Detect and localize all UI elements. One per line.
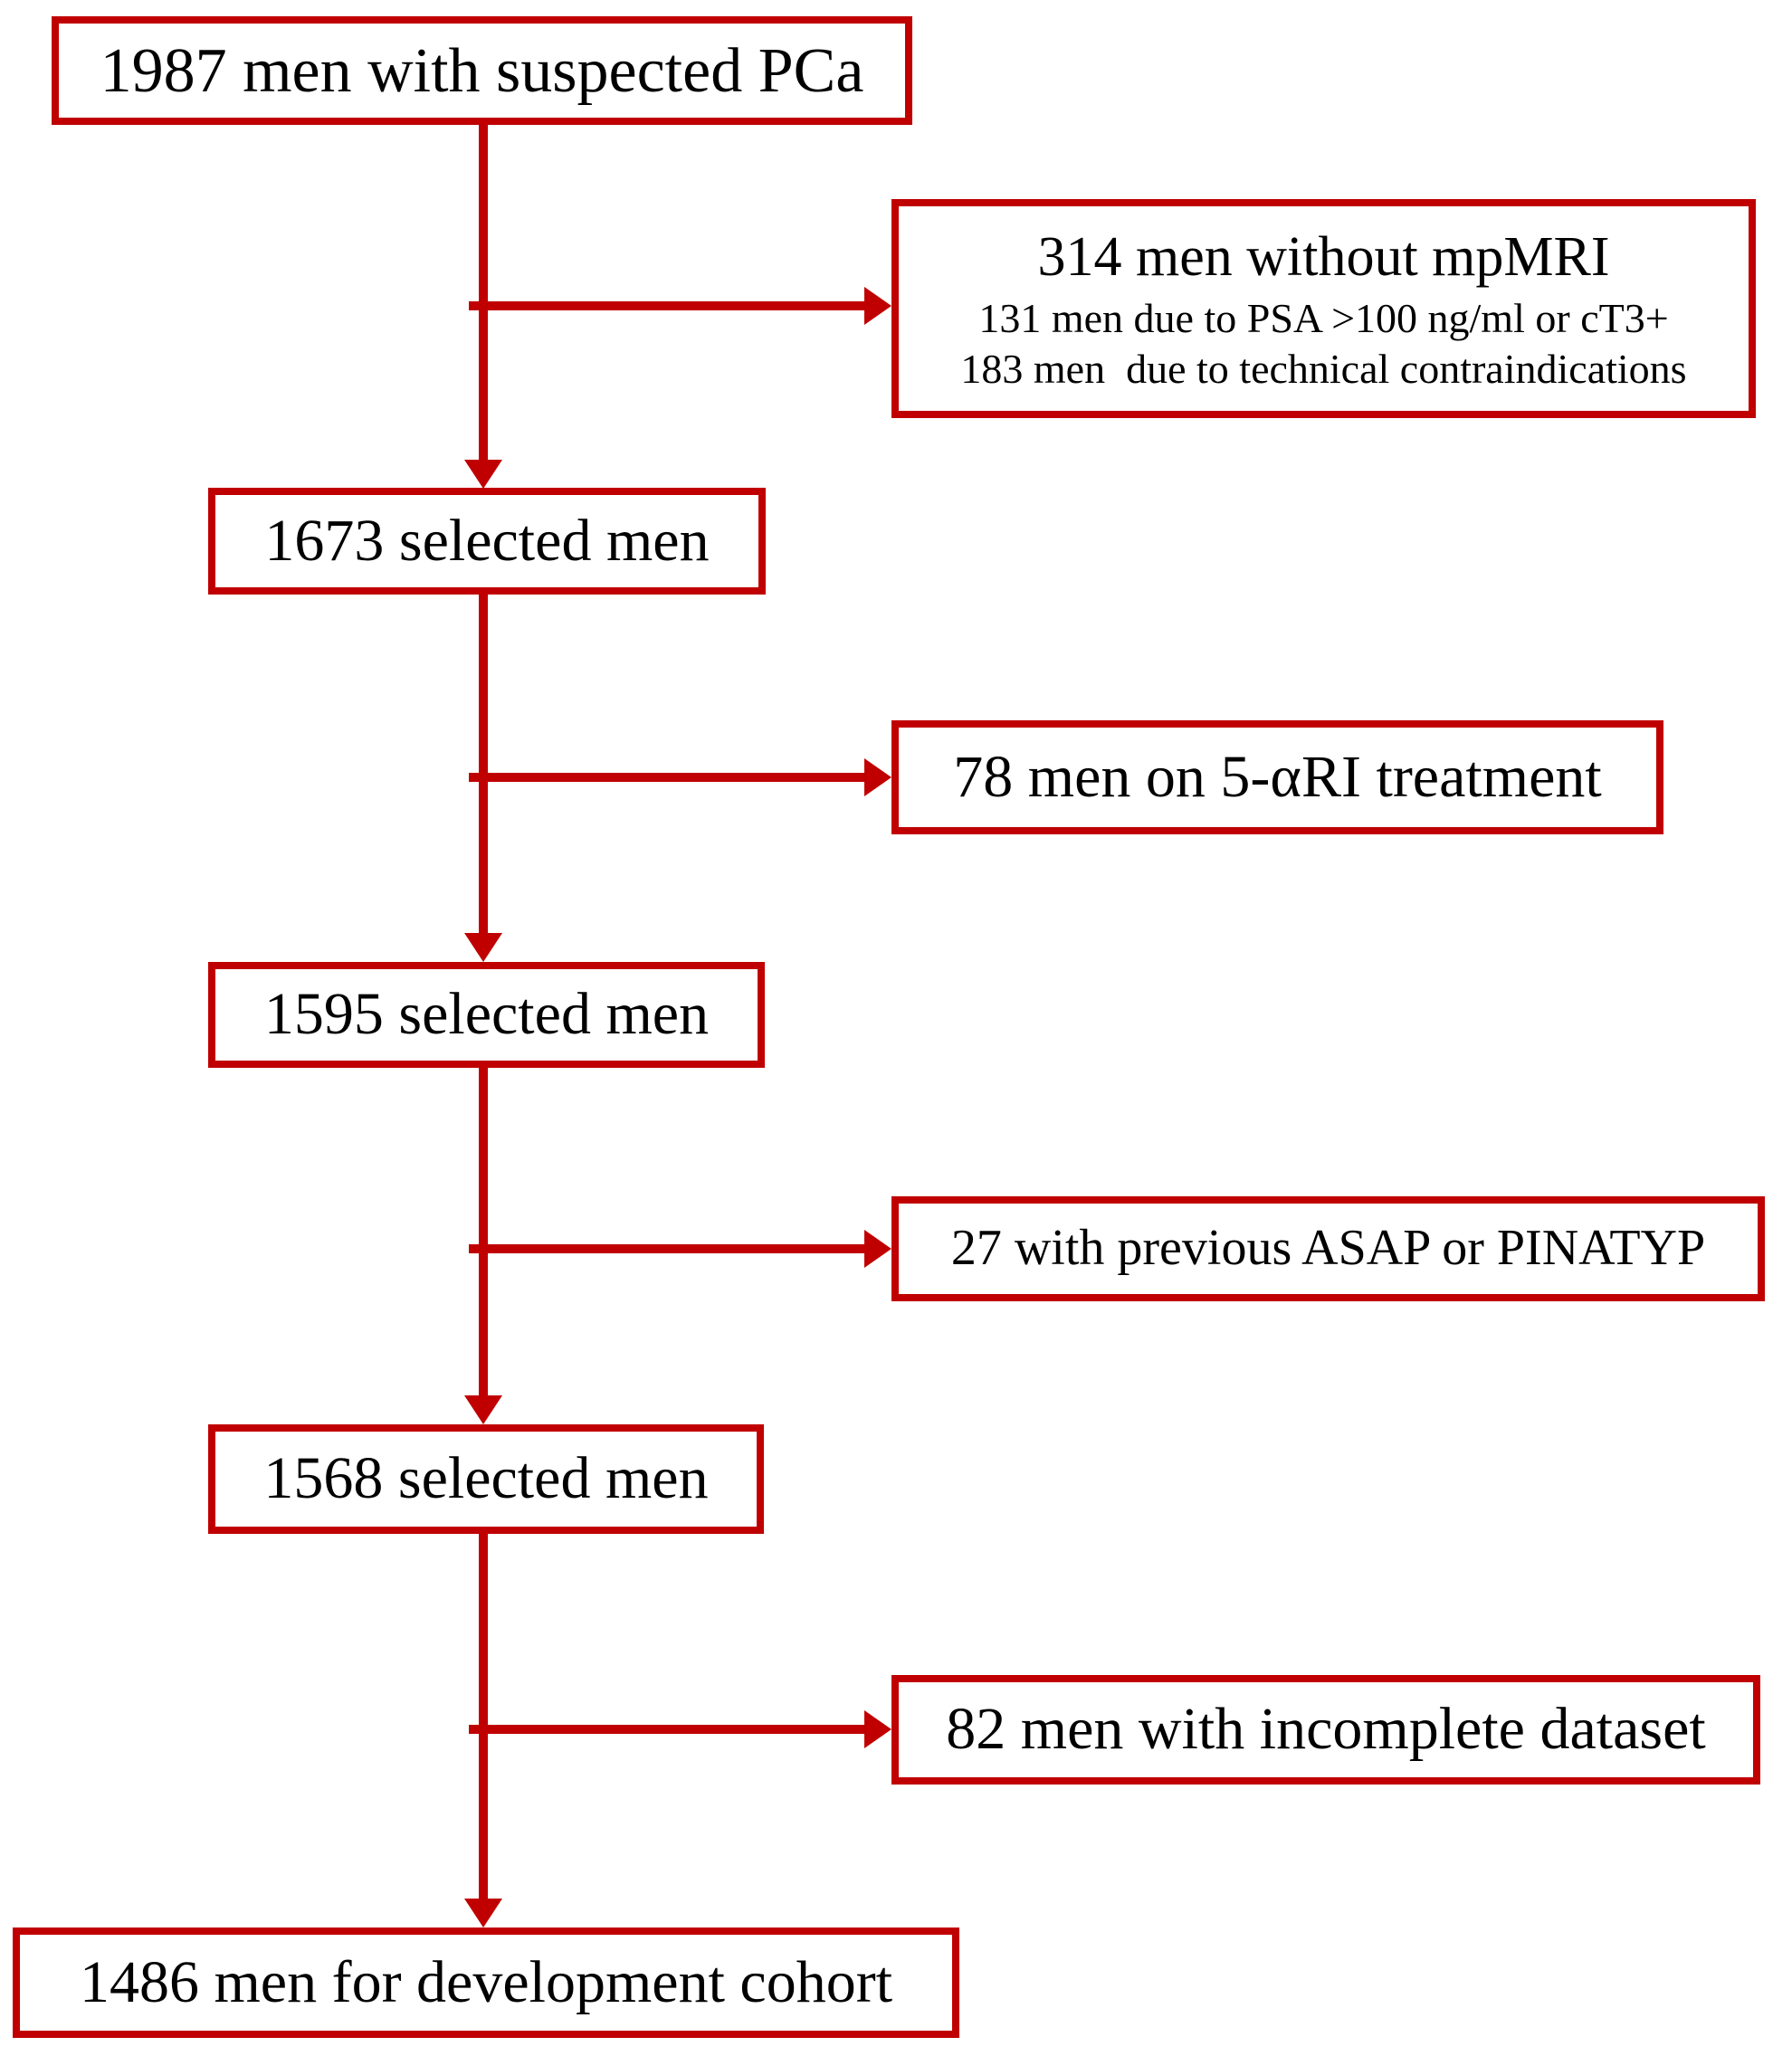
arrow-right-no-mpmri-icon bbox=[864, 287, 891, 325]
box-selected-1568-label: 1568 selected men bbox=[263, 1445, 709, 1512]
branch-line-no-mpmri bbox=[469, 301, 867, 310]
arrow-down-to-1673-icon bbox=[464, 460, 502, 489]
box-development-cohort: 1486 men for development cohort bbox=[13, 1928, 959, 2038]
box-selected-1673-label: 1673 selected men bbox=[264, 507, 710, 574]
box-selected-1673: 1673 selected men bbox=[208, 488, 766, 595]
excluded-no-mpmri-title: 314 men without mpMRI bbox=[1037, 226, 1610, 289]
arrow-right-5ari-icon bbox=[864, 758, 891, 796]
branch-line-incomplete-dataset bbox=[469, 1725, 867, 1734]
connector-line-1568-to-cohort bbox=[479, 1534, 488, 1900]
box-selected-1595-label: 1595 selected men bbox=[263, 981, 710, 1048]
connector-line-1673-to-1595 bbox=[479, 595, 488, 935]
box-development-cohort-label: 1486 men for development cohort bbox=[79, 1948, 893, 2015]
branch-line-5ari bbox=[469, 773, 867, 782]
box-excluded-asap-pinatyp-label: 27 with previous ASAP or PINATYP bbox=[950, 1220, 1706, 1277]
box-excluded-5ari: 78 men on 5-αRI treatment bbox=[891, 720, 1663, 834]
connector-line-1595-to-1568 bbox=[479, 1068, 488, 1397]
box-selected-1568: 1568 selected men bbox=[208, 1424, 764, 1534]
arrow-down-to-1595-icon bbox=[464, 933, 502, 962]
box-suspected-pca: 1987 men with suspected PCa bbox=[52, 16, 912, 125]
excluded-no-mpmri-reason-technical: 183 men due to technical contraindicatio… bbox=[960, 345, 1687, 392]
arrow-right-incomplete-dataset-icon bbox=[864, 1710, 891, 1748]
arrow-right-asap-pinatyp-icon bbox=[864, 1230, 891, 1268]
connector-line-suspected-to-1673 bbox=[479, 125, 488, 462]
box-selected-1595: 1595 selected men bbox=[208, 962, 765, 1068]
box-excluded-5ari-label: 78 men on 5-αRI treatment bbox=[953, 743, 1602, 810]
box-excluded-incomplete-dataset-label: 82 men with incomplete dataset bbox=[946, 1696, 1706, 1763]
arrow-down-to-1568-icon bbox=[464, 1395, 502, 1424]
box-excluded-incomplete-dataset: 82 men with incomplete dataset bbox=[891, 1675, 1760, 1785]
box-excluded-no-mpmri: 314 men without mpMRI 131 men due to PSA… bbox=[891, 199, 1756, 418]
excluded-no-mpmri-reason-psa: 131 men due to PSA >100 ng/ml or cT3+ bbox=[978, 294, 1669, 341]
box-suspected-pca-label: 1987 men with suspected PCa bbox=[100, 35, 864, 106]
branch-line-asap-pinatyp bbox=[469, 1244, 867, 1253]
arrow-down-to-cohort-icon bbox=[464, 1899, 502, 1928]
box-excluded-asap-pinatyp: 27 with previous ASAP or PINATYP bbox=[891, 1196, 1765, 1301]
